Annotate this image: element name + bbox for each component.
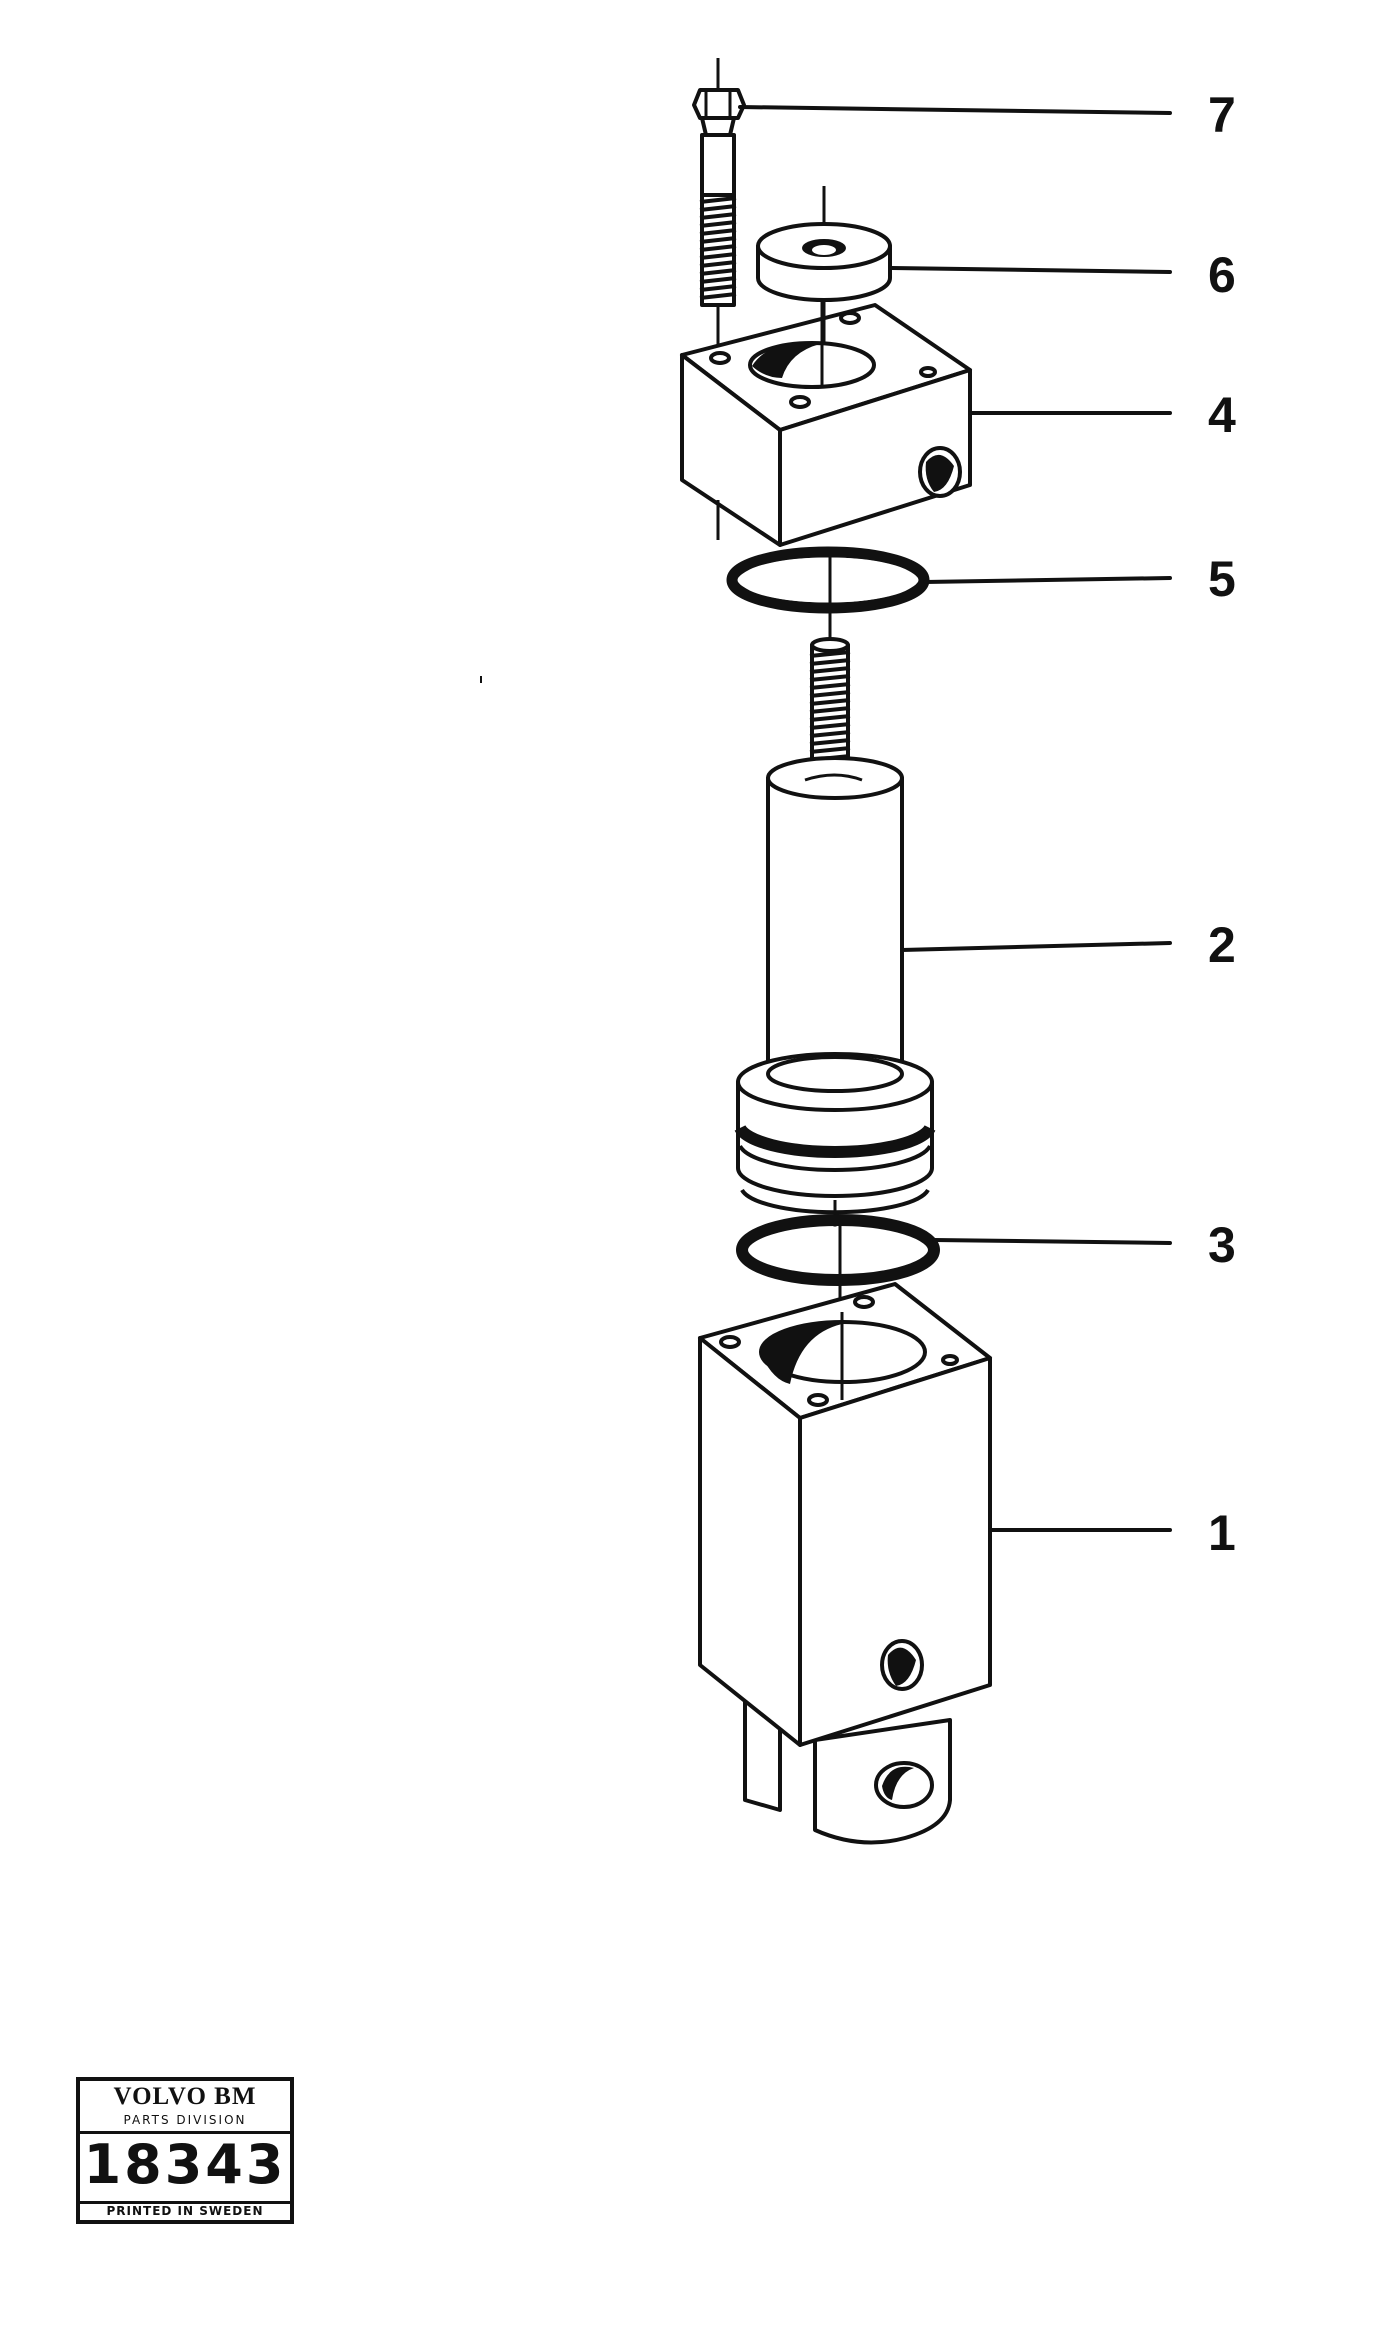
part-2-piston	[734, 637, 936, 1228]
thread-line	[699, 196, 737, 204]
thread-line	[699, 276, 737, 284]
part-3-o-ring	[736, 1214, 940, 1310]
callout-3: 3	[1208, 1217, 1236, 1273]
stamp-printed: PRINTED IN SWEDEN	[106, 2204, 264, 2218]
thread-line	[699, 252, 737, 260]
thread-line	[809, 738, 851, 746]
stamp-divider-top	[80, 2131, 290, 2134]
thread-line	[699, 220, 737, 228]
part-7-bolt	[692, 58, 746, 345]
thread-line	[699, 212, 737, 220]
thread-line	[699, 244, 737, 252]
thread-line	[809, 714, 851, 722]
thread-line	[809, 706, 851, 714]
thread-line	[699, 236, 737, 244]
thread-line	[809, 690, 851, 698]
parts-division-stamp: VOLVO BM PARTS DIVISION 18343 PRINTED IN…	[76, 2077, 294, 2224]
thread-line	[699, 260, 737, 268]
callout-5: 5	[1208, 551, 1236, 607]
callout-7: 7	[1208, 87, 1236, 143]
stamp-division: PARTS DIVISION	[123, 2113, 247, 2127]
thread-line	[699, 268, 737, 276]
thread-line	[809, 650, 851, 658]
thread-line	[809, 730, 851, 738]
callout-1: 1	[1208, 1505, 1236, 1561]
thread-line	[809, 722, 851, 730]
thread-line	[809, 666, 851, 674]
thread-line	[809, 746, 851, 754]
thread-line	[699, 284, 737, 292]
thread-line	[809, 682, 851, 690]
thread-line	[699, 228, 737, 236]
stamp-number: 18343	[83, 2133, 287, 2196]
thread-line	[809, 658, 851, 666]
thread-line	[809, 674, 851, 682]
callout-6: 6	[1208, 247, 1236, 303]
part-5-o-ring	[726, 546, 930, 640]
thread-line	[809, 698, 851, 706]
part-6-washer	[756, 186, 892, 345]
thread-line	[699, 204, 737, 212]
stamp-brand: VOLVO BM	[113, 2083, 257, 2110]
leader-lines	[738, 105, 1172, 1532]
stamp-divider-bottom	[80, 2201, 290, 2204]
callout-2: 2	[1208, 917, 1236, 973]
thread-line	[699, 292, 737, 300]
bolt-threads	[699, 196, 737, 300]
part-1-housing	[698, 1282, 992, 1845]
callouts: 7 6 4 5 2 3 1	[1208, 87, 1236, 1561]
part-4-valve-block	[680, 300, 972, 547]
callout-4: 4	[1208, 387, 1236, 443]
